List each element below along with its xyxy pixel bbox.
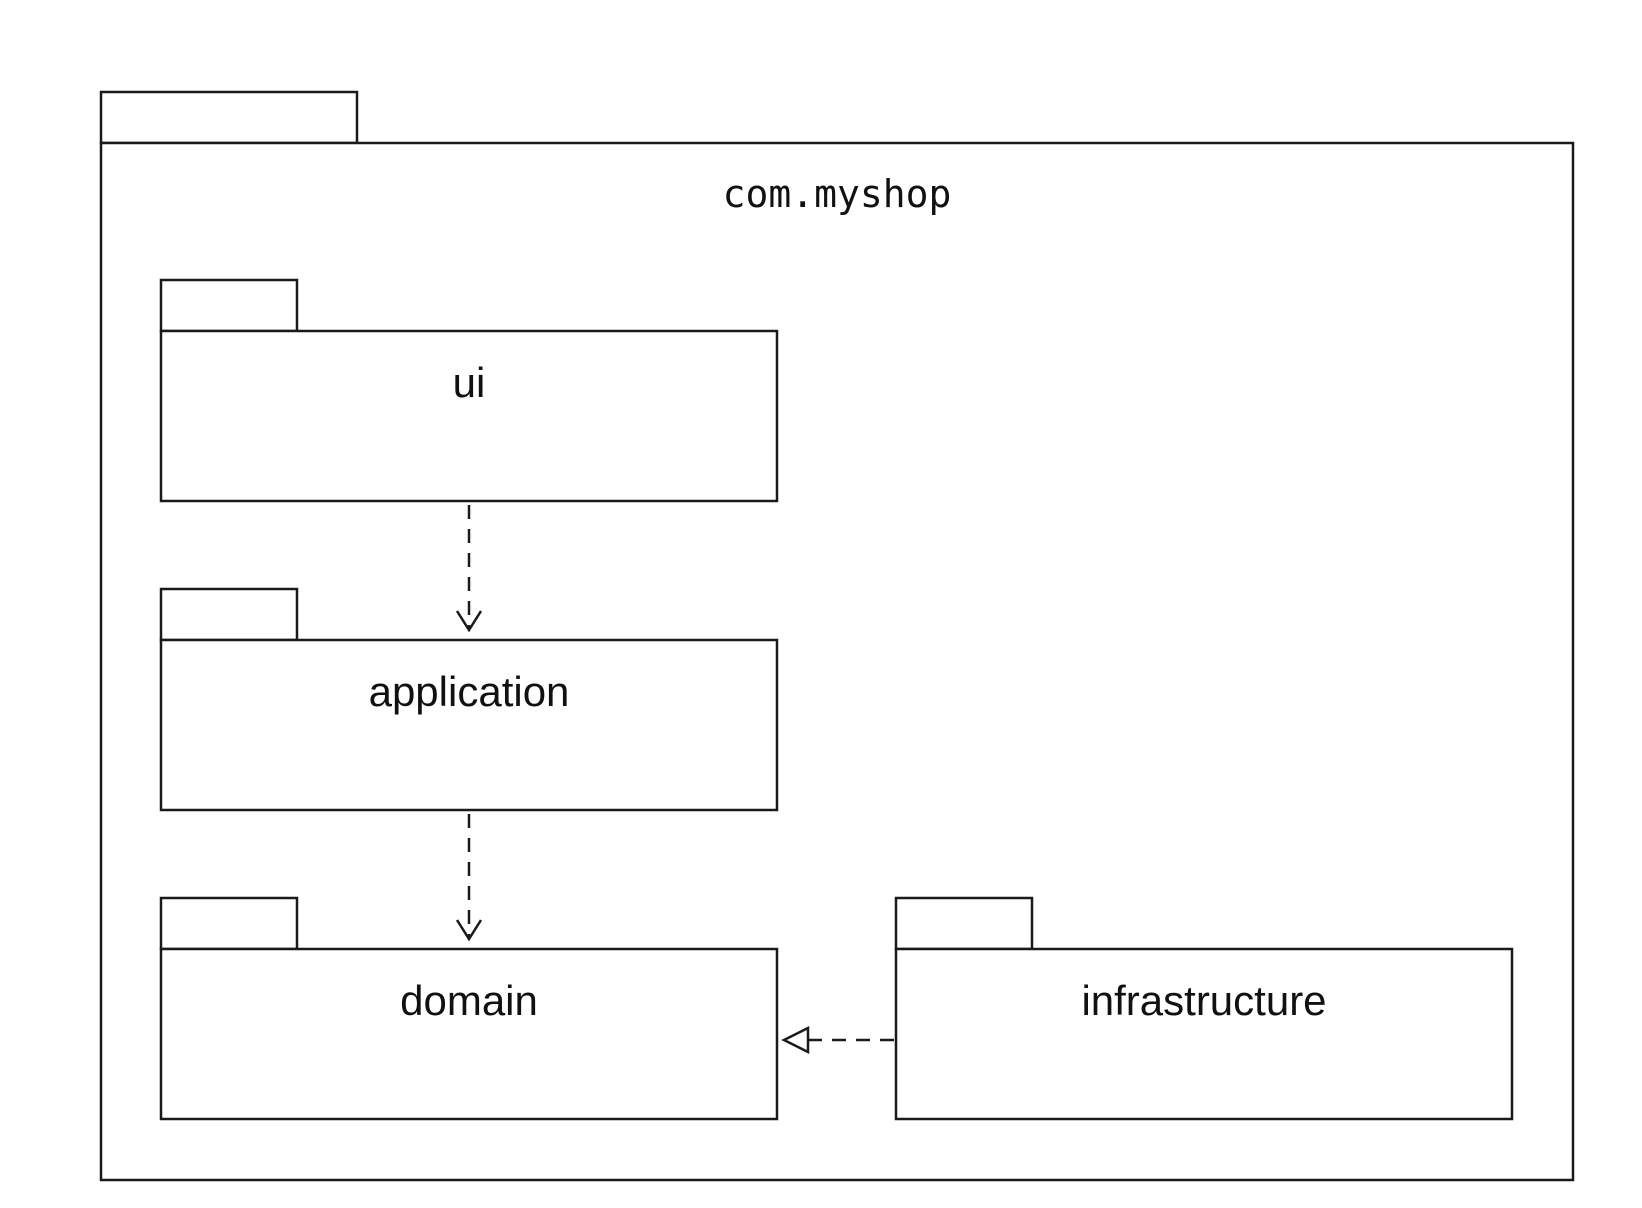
root-package-label: com.myshop	[723, 172, 952, 216]
package-domain[interactable]: domain	[159, 896, 779, 1121]
package-application-label: application	[369, 668, 570, 715]
package-infrastructure[interactable]: infrastructure	[894, 896, 1514, 1121]
open-arrowhead-icon	[455, 610, 483, 633]
package-ui-body	[159, 329, 779, 503]
package-infrastructure-tab	[894, 896, 1034, 951]
hollow-triangle-arrowhead-icon	[781, 1025, 810, 1055]
dependency-ui-to-application[interactable]	[455, 505, 483, 633]
package-application[interactable]: application	[159, 587, 779, 812]
package-infrastructure-body	[894, 947, 1514, 1121]
package-domain-label: domain	[400, 977, 538, 1024]
realization-infrastructure-to-domain[interactable]	[781, 1025, 894, 1055]
package-ui-tab	[159, 278, 299, 333]
package-application-tab	[159, 587, 299, 642]
package-application-body	[159, 638, 779, 812]
package-domain-tab	[159, 896, 299, 951]
dependency-application-to-domain[interactable]	[455, 814, 483, 942]
open-arrowhead-icon	[455, 919, 483, 942]
package-infrastructure-label: infrastructure	[1081, 977, 1326, 1024]
package-ui[interactable]: ui	[159, 278, 779, 503]
package-domain-body	[159, 947, 779, 1121]
root-package-tab	[99, 90, 359, 145]
package-ui-label: ui	[453, 359, 486, 406]
